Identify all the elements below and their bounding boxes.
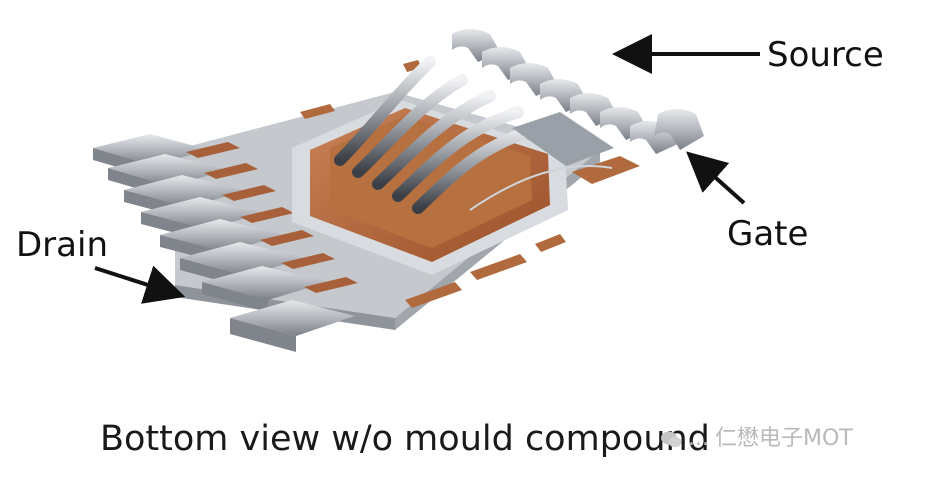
source-lead [654, 109, 704, 150]
source-bond-clips [334, 56, 554, 214]
drain-label: Drain [16, 225, 108, 265]
drain-lead [230, 300, 355, 352]
watermark-prefix: ... [688, 426, 709, 451]
drain-copper-stripes [186, 142, 358, 293]
drain-lead [202, 266, 328, 312]
gate-pad [469, 112, 640, 211]
watermark: ... 仁懋电子MOT [660, 424, 853, 454]
source-label: Source [767, 35, 884, 75]
source-leads [452, 29, 704, 154]
gate-label: Gate [727, 214, 809, 254]
drain-arrow [94, 265, 186, 304]
mosfet-package-illustration [93, 29, 760, 352]
wechat-bubble-icon [660, 429, 682, 449]
drain-leads [93, 134, 358, 352]
watermark-text: 仁懋电子MOT [714, 426, 853, 451]
gate-arrow [686, 151, 746, 205]
figure-caption: Bottom view w/o mould compound [100, 419, 710, 459]
label-arrows [94, 34, 760, 304]
bottom-copper-tabs [300, 60, 566, 308]
